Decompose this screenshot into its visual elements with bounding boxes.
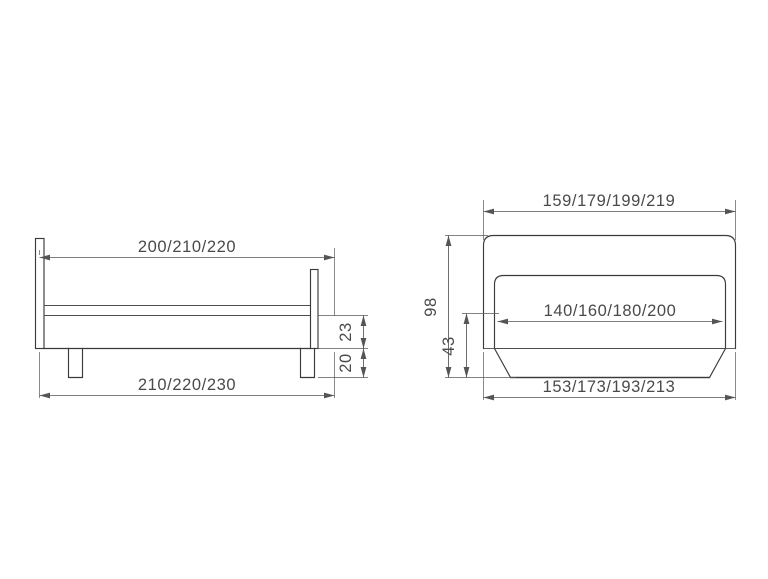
dim-label-side-leg-height: 20 bbox=[337, 353, 355, 373]
side-frame-rails bbox=[43, 305, 312, 350]
side-leg-left bbox=[67, 347, 84, 379]
dim-front-total-height: 98 bbox=[422, 235, 452, 378]
front-view-group: 159/179/199/219 140/160/180/200 98 43 15… bbox=[422, 192, 737, 401]
dim-front-base-width: 153/173/193/213 bbox=[483, 378, 736, 401]
side-leg-right bbox=[299, 347, 316, 379]
dim-side-bottom-length: 210/220/230 bbox=[39, 376, 335, 399]
dim-label-side-frame-height: 23 bbox=[337, 322, 355, 342]
front-mattress-panel bbox=[493, 274, 727, 350]
front-headboard-panel bbox=[482, 234, 737, 350]
dim-side-frame-height: 23 bbox=[337, 315, 367, 349]
side-extension-lines bbox=[39, 248, 368, 398]
dim-label-front-top-width: 159/179/199/219 bbox=[543, 192, 676, 210]
dim-label-front-lower-height: 43 bbox=[440, 336, 458, 356]
dim-side-top-length: 200/210/220 bbox=[39, 238, 335, 261]
front-base-plinth bbox=[483, 347, 736, 379]
side-headboard-post bbox=[34, 237, 45, 350]
dim-side-leg-height: 20 bbox=[337, 348, 367, 378]
dim-front-lower-height: 43 bbox=[440, 313, 470, 378]
dim-label-front-total-height: 98 bbox=[422, 297, 440, 317]
dim-front-top-width: 159/179/199/219 bbox=[483, 192, 736, 215]
dim-label-side-top-length: 200/210/220 bbox=[138, 238, 236, 256]
side-view-group: 200/210/220 210/220/230 23 20 bbox=[34, 237, 368, 399]
dim-label-front-base-width: 153/173/193/213 bbox=[543, 378, 676, 396]
dim-label-front-mattress-width: 140/160/180/200 bbox=[544, 302, 677, 320]
dim-front-mattress-width: 140/160/180/200 bbox=[497, 302, 723, 325]
dim-label-side-bottom-length: 210/220/230 bbox=[138, 376, 236, 394]
front-extension-lines bbox=[445, 200, 736, 400]
side-footboard-post bbox=[309, 268, 319, 350]
